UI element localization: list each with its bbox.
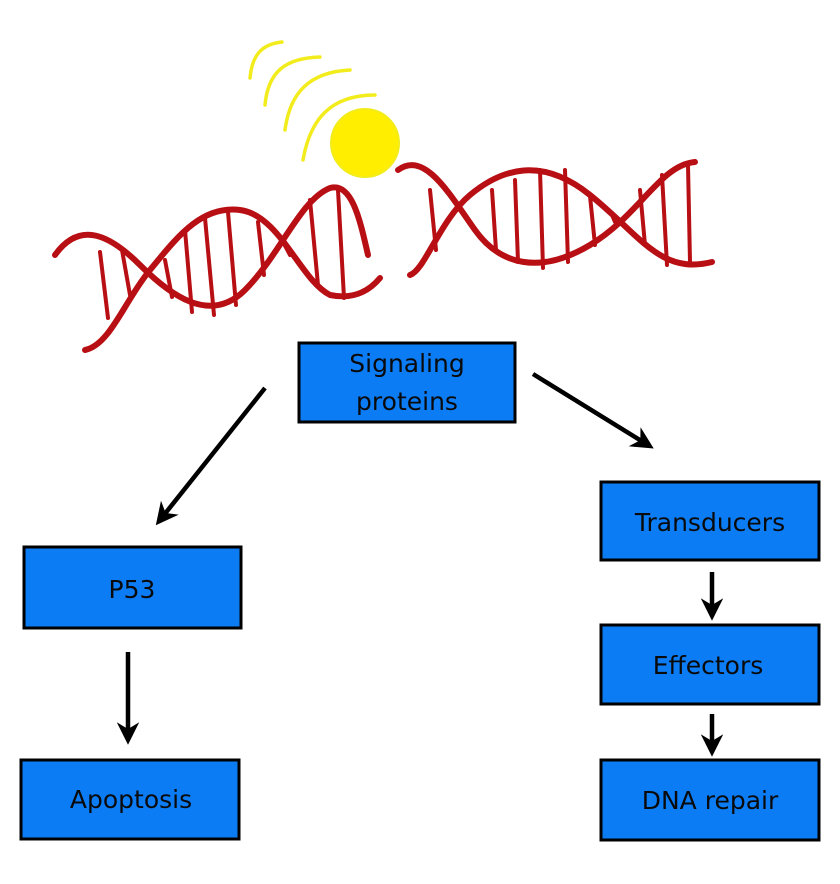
node-label-effectors: Effectors [653, 651, 764, 680]
dna-strand-right-lower [407, 167, 715, 278]
node-dna-repair: DNA repair [599, 758, 821, 842]
node-effectors: Effectors [599, 623, 821, 706]
radiation-sun-icon [248, 40, 400, 178]
edges [116, 372, 724, 757]
dna-base-pairs [98, 163, 692, 320]
dna-strand-right-upper [395, 159, 698, 266]
node-label-signaling-line1: Signaling [349, 349, 464, 378]
node-p53: P53 [22, 545, 243, 630]
node-label-apoptosis: Apoptosis [70, 785, 192, 814]
dna-strand-left-upper [52, 184, 371, 309]
node-transducers: Transducers [599, 480, 821, 562]
node-label-signaling-line2: proteins [356, 387, 458, 416]
node-signaling-proteins: Signaling proteins [297, 341, 517, 424]
edge-signaling-to-p53 [155, 386, 267, 526]
node-label-p53: P53 [109, 575, 156, 604]
edge-signaling-to-transducers [531, 372, 654, 449]
dna-strand-left-lower [82, 206, 383, 353]
node-label-transducers: Transducers [634, 508, 785, 537]
dna-double-helix-icon [52, 159, 715, 353]
node-apoptosis: Apoptosis [19, 758, 241, 841]
node-label-dna-repair: DNA repair [642, 786, 779, 815]
